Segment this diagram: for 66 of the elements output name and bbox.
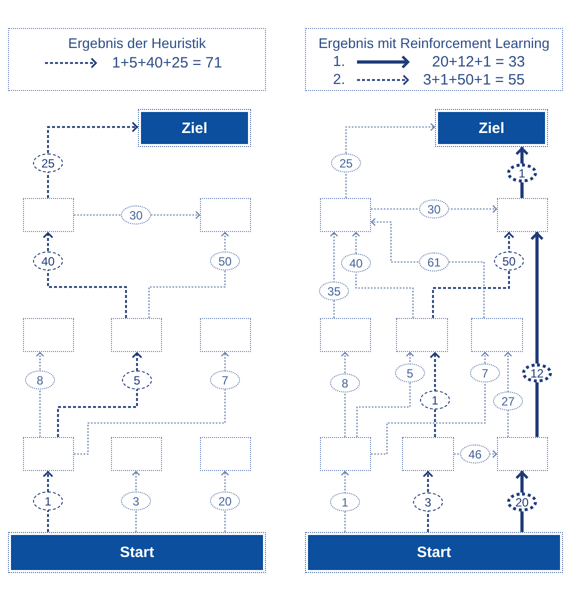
edge-label: 25 — [33, 154, 63, 172]
legend-text: 3+1+50+1 = 55 — [423, 72, 525, 88]
start-box: Start — [8, 532, 266, 573]
arrow — [352, 232, 414, 318]
edge-label: 1 — [330, 492, 360, 512]
empty-box — [471, 318, 523, 352]
empty-box — [396, 318, 448, 352]
edge-label: 35 — [319, 282, 349, 300]
empty-box — [23, 437, 74, 471]
legend-text: 1+5+40+25 = 71 — [112, 54, 222, 72]
legend-text: 20+12+1 = 33 — [432, 54, 526, 70]
edge-label: 8 — [330, 374, 360, 392]
empty-box — [111, 437, 162, 471]
edge-label: 30 — [121, 206, 151, 224]
arrow — [371, 352, 490, 455]
edge-label: 1 — [420, 390, 450, 410]
edge-label: 5 — [122, 370, 152, 390]
edge-label: 30 — [419, 200, 449, 218]
empty-box — [200, 318, 251, 352]
edge-label: 1 — [33, 492, 63, 510]
edge-label: 8 — [25, 370, 55, 390]
empty-box — [200, 437, 251, 471]
empty-box — [497, 437, 548, 471]
arrow — [47, 122, 138, 198]
empty-box — [320, 437, 371, 471]
edge-label: 1 — [507, 164, 537, 182]
empty-box — [23, 318, 74, 352]
edge-label: 40 — [33, 252, 63, 270]
edge-label: 50 — [494, 252, 524, 270]
arrow — [345, 122, 435, 198]
arrow — [42, 232, 127, 318]
edge-label: 12 — [522, 364, 552, 382]
empty-box — [497, 198, 548, 232]
arrow — [530, 232, 544, 437]
edge-label: 46 — [460, 444, 490, 464]
edge-label: 7 — [210, 370, 240, 390]
edge-label: 3 — [413, 492, 443, 512]
edge-label: 25 — [331, 154, 361, 172]
list-number: 1. — [333, 54, 346, 70]
empty-box — [320, 198, 371, 232]
arrow — [371, 218, 485, 318]
edge-label: 5 — [395, 364, 425, 382]
arrow — [57, 352, 142, 437]
edge-label: 50 — [210, 252, 240, 270]
goal-box: Ziel — [435, 109, 548, 147]
empty-box — [402, 437, 454, 471]
legend-title: Ergebnis der Heuristik — [68, 35, 206, 51]
empty-box — [320, 318, 371, 352]
start-box: Start — [305, 532, 563, 573]
empty-box — [200, 198, 251, 232]
edge-label: 27 — [493, 392, 523, 410]
edge-label: 3 — [121, 492, 151, 510]
legend-title: Ergebnis mit Reinforcement Learning — [318, 35, 550, 51]
empty-box — [23, 198, 74, 232]
edge-label: 20 — [210, 492, 240, 510]
edge-label: 7 — [470, 364, 500, 382]
list-number: 2. — [333, 72, 346, 88]
edge-label: 61 — [419, 252, 449, 272]
arrow — [356, 352, 414, 437]
arrow — [74, 352, 230, 455]
arrow — [148, 232, 230, 318]
empty-box — [111, 318, 162, 352]
goal-box: Ziel — [138, 109, 251, 147]
edge-label: 40 — [341, 254, 371, 272]
edge-label: 20 — [507, 492, 537, 512]
arrow — [432, 232, 514, 318]
